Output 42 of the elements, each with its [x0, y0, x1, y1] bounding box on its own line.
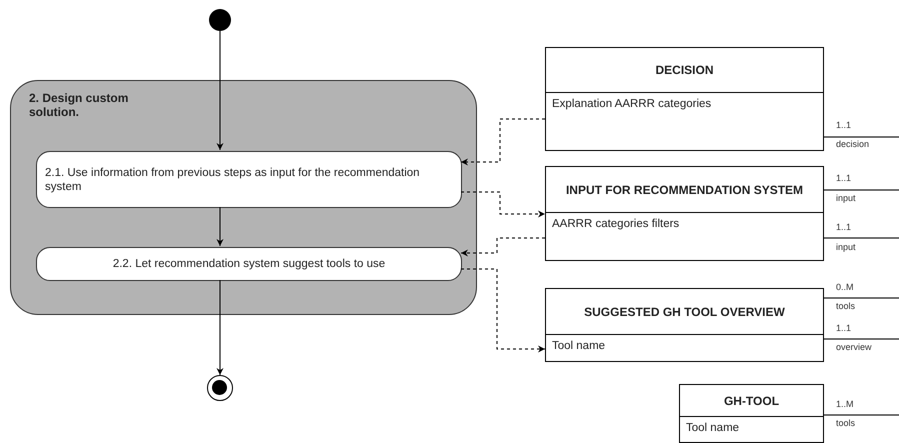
multiplicity-label: 1..1	[836, 173, 852, 183]
role-label: input	[836, 193, 856, 203]
entity-title: GH-TOOL	[724, 394, 780, 408]
activity-text: 2.1. Use information from previous steps as input for the recommendation system	[45, 166, 421, 194]
entity-box	[545, 288, 824, 362]
activity-text: 2.2. Let recommendation system suggest tools to use	[112, 257, 386, 271]
arrow	[216, 206, 224, 246]
multiplicity-label: 1..1	[836, 120, 852, 130]
association-line	[824, 414, 899, 416]
multiplicity-label: 0..M	[836, 282, 854, 292]
entity-title: INPUT FOR RECOMMENDATION SYSTEM	[566, 182, 804, 196]
role-label: tools	[836, 418, 856, 428]
entity-title: DECISION	[655, 63, 714, 77]
arrow	[216, 280, 224, 376]
role-label: tools	[836, 301, 856, 311]
dashed-arrow	[460, 268, 546, 352]
multiplicity-label: 1..1	[836, 323, 852, 333]
association-line	[824, 338, 899, 340]
multiplicity-label: 1..M	[836, 399, 854, 409]
role-label: overview	[836, 342, 872, 352]
role-label: input	[836, 242, 856, 252]
entity-attributes: Tool name	[686, 421, 740, 435]
role-label: decision	[836, 139, 870, 149]
entity-attributes: AARRR categories filters	[552, 217, 680, 231]
activity-box	[36, 151, 462, 208]
entity-box	[679, 384, 824, 443]
multiplicity-label: 1..1	[836, 222, 852, 232]
association-line	[824, 136, 899, 138]
dashed-arrow	[460, 238, 546, 256]
entity-box	[545, 47, 824, 151]
entity-attributes: Tool name	[552, 339, 606, 353]
arrow	[216, 30, 224, 150]
dashed-arrow	[460, 192, 546, 218]
dashed-arrow	[460, 118, 546, 166]
entity-box	[545, 166, 824, 261]
entity-attributes: Explanation AARRR categories	[552, 97, 712, 111]
start-node	[209, 9, 231, 31]
entity-title: SUGGESTED GH TOOL OVERVIEW	[584, 304, 785, 318]
group-title: 2. Design custom solution.	[29, 91, 130, 119]
activity-group	[10, 80, 477, 315]
end-node	[207, 375, 233, 401]
activity-box	[36, 247, 462, 281]
